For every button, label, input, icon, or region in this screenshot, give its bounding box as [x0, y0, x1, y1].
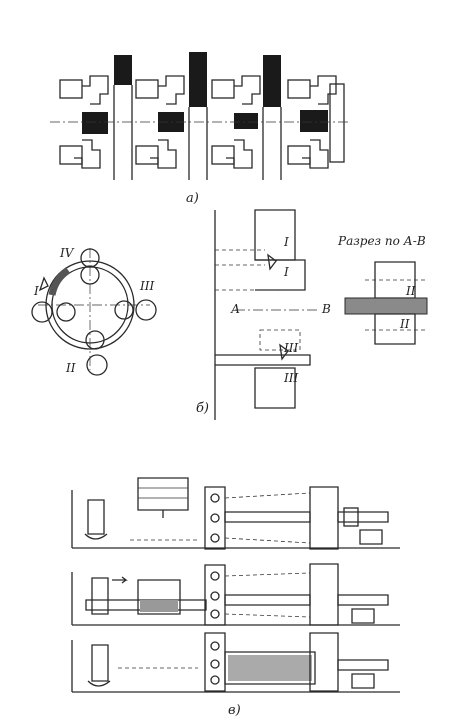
roll-stand-4: [287, 75, 345, 169]
section-label-ii-low: II: [399, 317, 410, 331]
roll-top-inner: [80, 265, 100, 285]
stand-label-i-low: I: [283, 265, 289, 279]
panel-b-elevation: I I III III А В б): [196, 209, 331, 420]
roll-top: [80, 248, 100, 268]
panel-v-stage-1: [71, 477, 400, 550]
panel-v-stage-2: [71, 563, 400, 626]
roll-stand-2: [135, 52, 208, 180]
roll-label-iv: IV: [59, 246, 75, 260]
section-mark-a: А: [230, 302, 240, 316]
section-mark-b: В: [321, 302, 331, 316]
roll-bottom-outer: [86, 354, 108, 376]
roll-left-inner: [56, 302, 76, 322]
roll-label-ii: II: [65, 361, 76, 375]
stand-label-iii-low: III: [283, 371, 298, 385]
stand-label-i-top: I: [283, 235, 289, 249]
roll-bottom-inner: [85, 330, 105, 350]
roll-right-outer: [135, 299, 157, 321]
panel-a-roll-stands: а): [50, 52, 350, 206]
roll-stand-1: [59, 55, 133, 180]
panel-b-ring-diagram: IV I III II: [31, 246, 157, 376]
roll-right-inner: [114, 300, 134, 320]
roll-label-i: I: [33, 284, 39, 298]
roll-left-outer: [31, 301, 53, 323]
stand-label-iii-top: III: [283, 341, 298, 355]
panel-v-stage-3: в): [71, 632, 400, 718]
section-title: Разрез по А-В: [337, 234, 426, 248]
section-label-ii-top: II: [405, 284, 416, 298]
panel-v-label: в): [228, 703, 241, 718]
roll-label-iii: III: [139, 279, 154, 293]
panel-a-label: а): [186, 191, 199, 206]
roll-stand-3: [211, 55, 282, 180]
panel-b-section: Разрез по А-В II II: [337, 234, 428, 345]
panel-b-label: б): [196, 401, 209, 416]
